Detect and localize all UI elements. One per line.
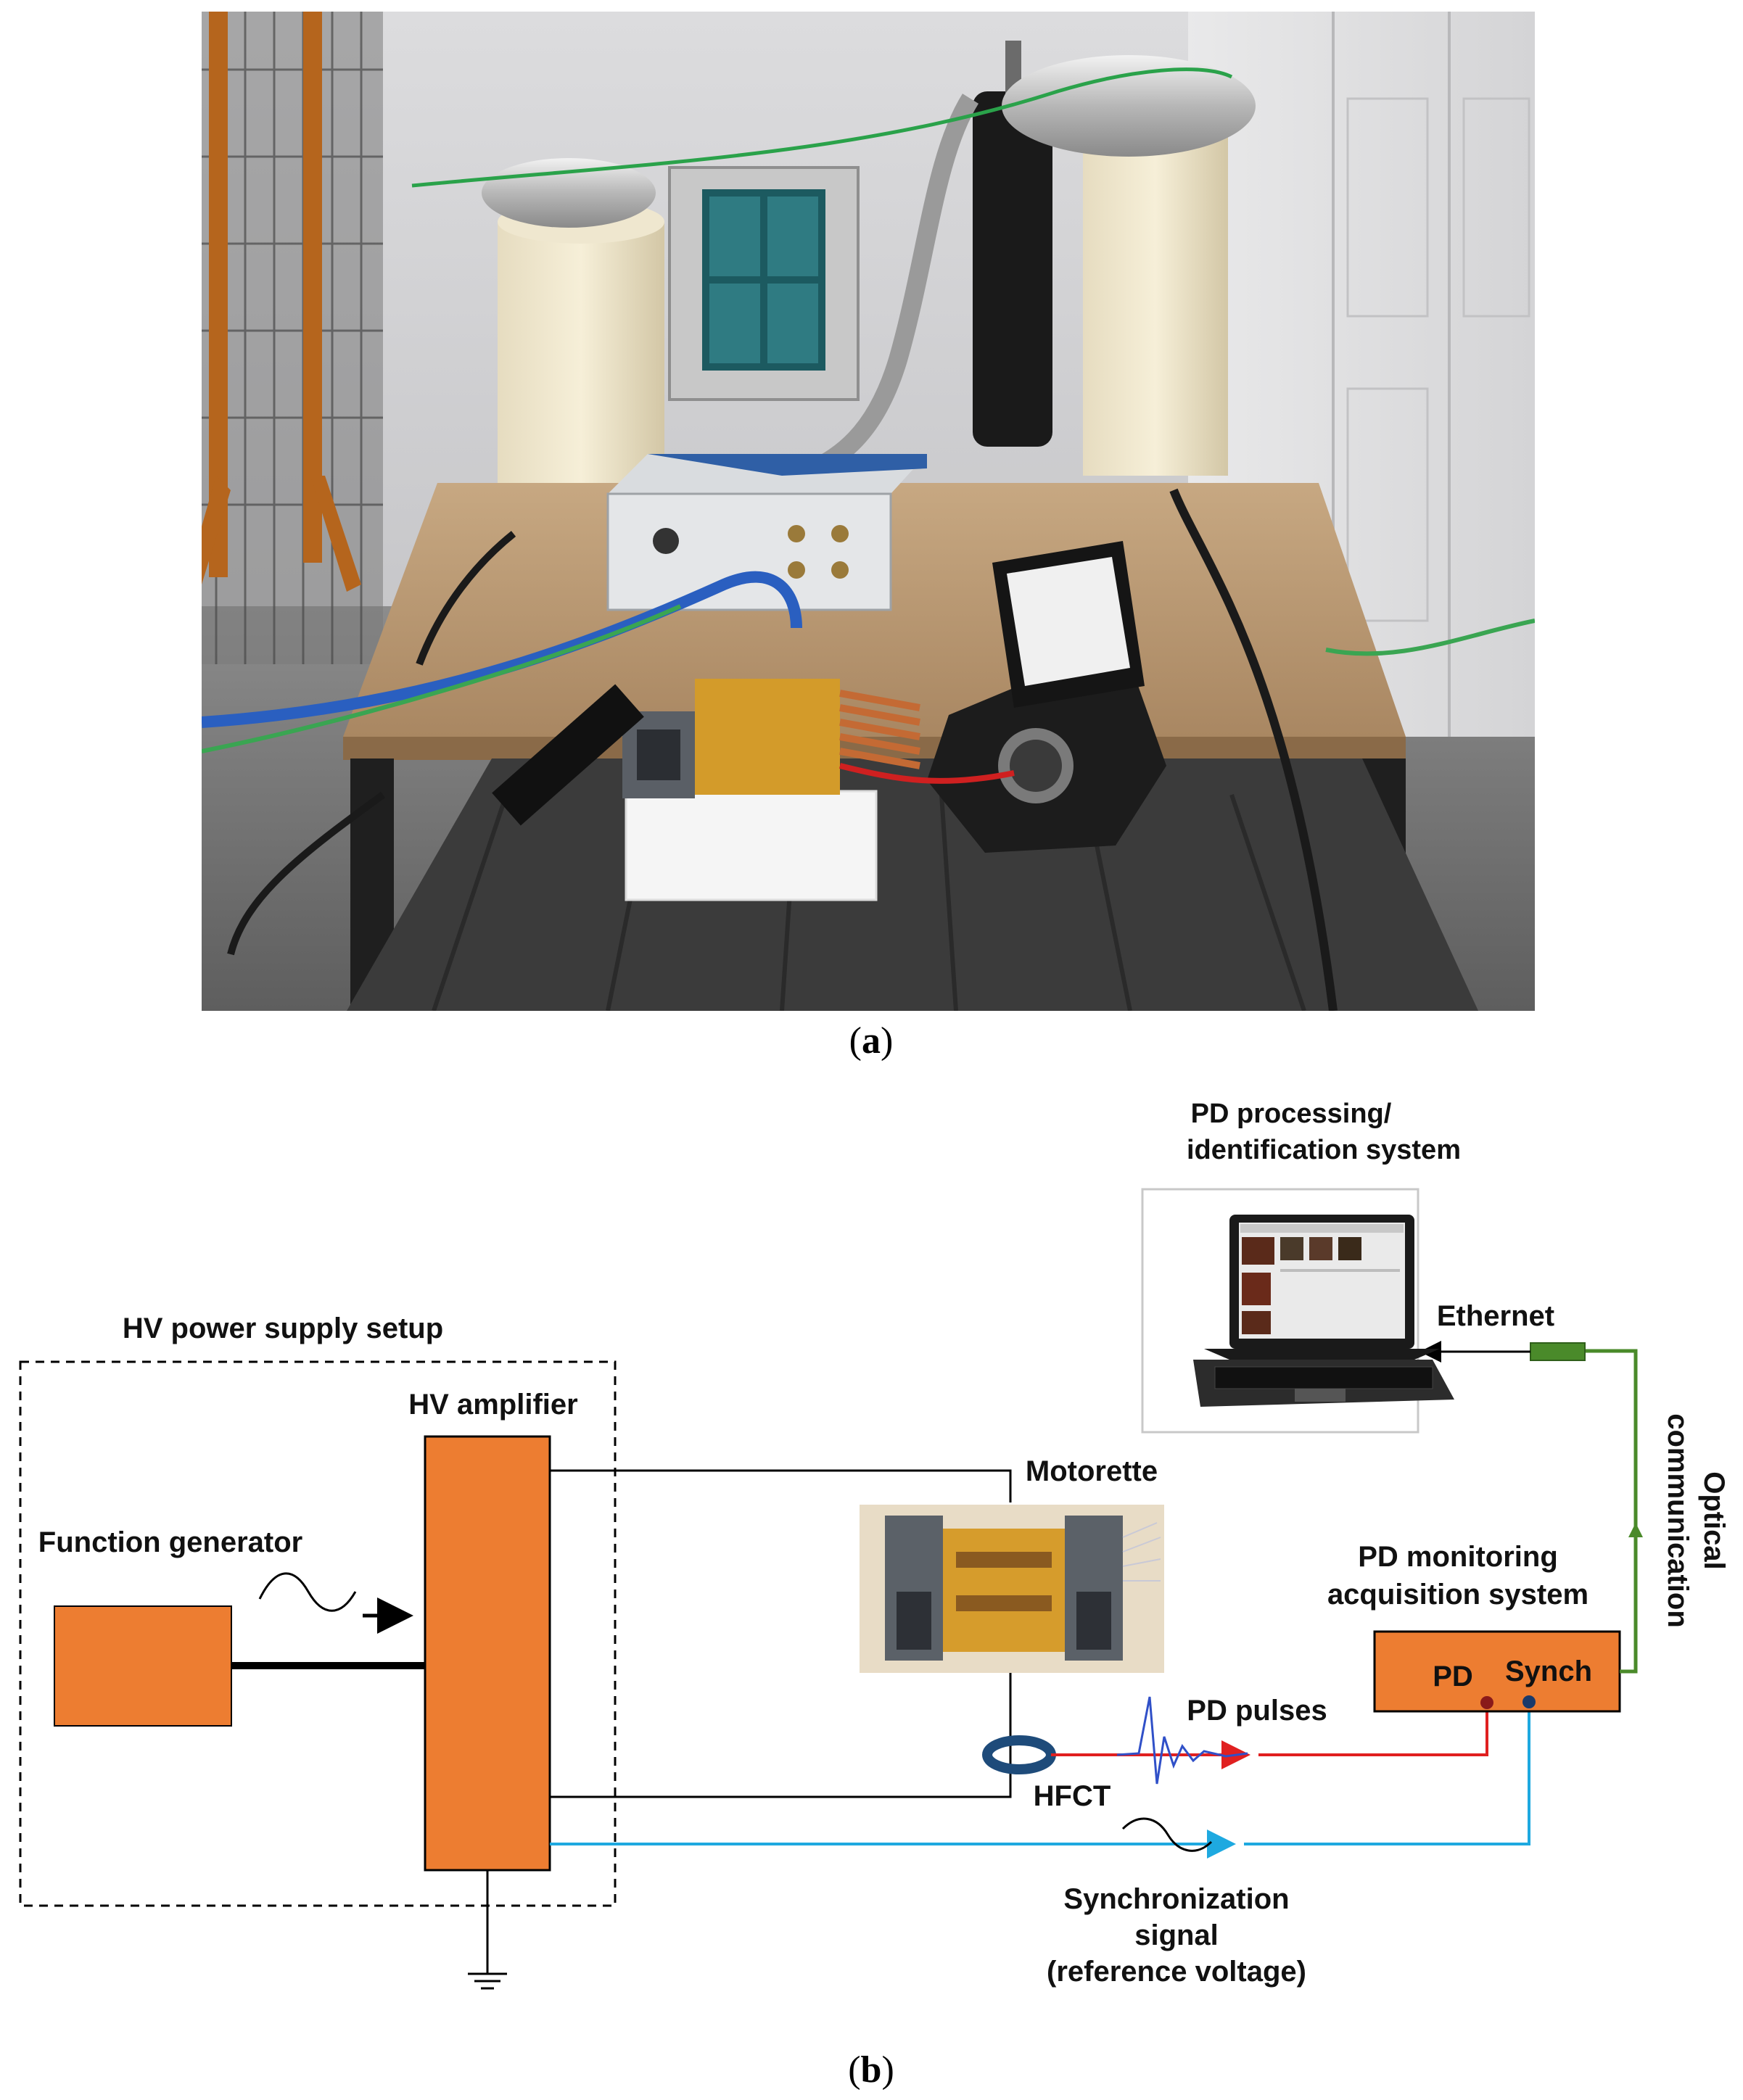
hv-amplifier-label: HV amplifier (408, 1389, 577, 1421)
panel-b-caption-letter: b (860, 2049, 882, 2091)
pd-monitoring-label-line2: acquisition system (1327, 1579, 1589, 1611)
ground-symbol (468, 1972, 507, 1990)
motorette-image (860, 1505, 1164, 1673)
pd-pulse-line-to-port (1258, 1703, 1488, 1756)
panel-b-caption: (b) (848, 2049, 894, 2091)
sync-label-line3: (reference voltage) (1047, 1956, 1306, 1988)
optical-label-line2: communication (1662, 1413, 1694, 1628)
hfct-ring-icon (982, 1735, 1056, 1774)
lab-photo-illustration (187, 12, 1536, 1012)
hv-power-supply-label: HV power supply setup (123, 1312, 443, 1344)
laptop-icon (1193, 1215, 1454, 1407)
hv-line-bottom (550, 1755, 1012, 1798)
synch-port-dot (1522, 1695, 1536, 1708)
schematic-svg: HV power supply setup Function generator… (19, 1099, 1730, 1990)
optical-line (1585, 1349, 1638, 1674)
motorette-label: Motorette (1026, 1455, 1158, 1487)
optical-label-line1: Optical (1698, 1471, 1730, 1570)
hv-power-supply-box (19, 1360, 617, 1907)
pd-port-dot (1480, 1696, 1493, 1709)
pd-measurement-schematic: HV power supply setup Function generator… (0, 1059, 1743, 2096)
hv-line-top (550, 1469, 1012, 1502)
sync-label-line2: signal (1134, 1919, 1219, 1951)
sync-label-line1: Synchronization (1063, 1883, 1289, 1915)
sync-line-to-port (1244, 1702, 1530, 1845)
function-generator-block (54, 1605, 232, 1727)
optical-arrow-icon (1628, 1523, 1643, 1537)
sync-sine-wave (1121, 1817, 1213, 1852)
pd-pulse-waveform (1116, 1696, 1248, 1785)
panel-a-caption-letter: a (862, 1020, 881, 1062)
function-generator-label: Function generator (38, 1526, 302, 1558)
panel-a-caption: (a) (849, 1020, 894, 1062)
pd-pulses-label: PD pulses (1187, 1695, 1327, 1727)
lab-setup-photo (187, 12, 1536, 1012)
hfct-label: HFCT (1034, 1780, 1111, 1812)
fg-sine-wave (258, 1572, 357, 1612)
synch-port-label: Synch (1505, 1655, 1592, 1687)
ethernet-connector-icon (1530, 1342, 1586, 1361)
hv-amplifier-block (424, 1435, 551, 1872)
pd-processing-label-line2: identification system (1187, 1135, 1461, 1165)
pd-processing-label-line1: PD processing/ (1191, 1099, 1392, 1129)
pd-port-label: PD (1433, 1661, 1473, 1692)
ethernet-label: Ethernet (1437, 1300, 1554, 1332)
pd-monitoring-label-line1: PD monitoring (1358, 1541, 1558, 1573)
